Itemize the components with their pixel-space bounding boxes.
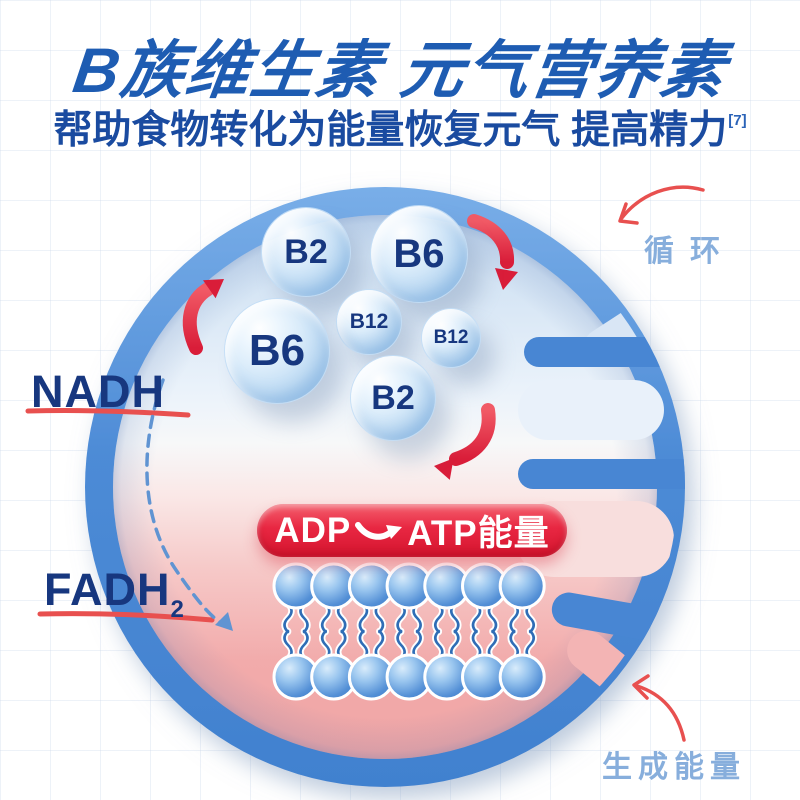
bubble-label: B12 bbox=[349, 310, 389, 333]
nadh-underline bbox=[25, 408, 191, 418]
fadh2-label: FADH2 bbox=[44, 564, 185, 623]
swoosh-arrow-icon bbox=[355, 521, 403, 540]
vitamin-bubble-b12-small: B12 bbox=[422, 309, 480, 367]
cycle-annotation: 循环 bbox=[644, 235, 736, 268]
cycle-arrow-icon bbox=[619, 185, 705, 221]
dashed-flow-arrow bbox=[145, 378, 233, 631]
red-arrow-left-head-icon bbox=[434, 458, 454, 480]
vitamin-bubble-b6-large: B6 bbox=[225, 299, 329, 403]
bubble-label: B6 bbox=[393, 231, 445, 276]
adp-atp-pill: ADP ATP能量 bbox=[257, 504, 567, 557]
energy-arrow-icon bbox=[635, 684, 686, 742]
cycle-arrow-head-icon bbox=[618, 202, 639, 225]
bubble-label: B6 bbox=[248, 326, 306, 375]
pill-to-label: ATP能量 bbox=[407, 514, 550, 553]
bubble-label: B2 bbox=[371, 378, 415, 417]
page-title: B族维生素 元气营养素 bbox=[69, 36, 731, 106]
vitamin-bubble-b12: B12 bbox=[337, 290, 401, 354]
vitamin-bubble-b2: B2 bbox=[262, 208, 350, 296]
red-arrow-left-icon bbox=[449, 403, 496, 466]
red-arrow-up-head-icon bbox=[203, 279, 224, 299]
red-arrow-up-icon bbox=[182, 282, 215, 355]
vitamin-bubble-b2-bottom: B2 bbox=[351, 356, 435, 440]
red-arrow-down-head-icon bbox=[495, 268, 518, 290]
header: B族维生素 元气营养素 帮助食物转化为能量恢复元气 提高精力[7] bbox=[0, 36, 800, 153]
pill-from-label: ADP bbox=[274, 510, 352, 550]
red-arrow-down-icon bbox=[467, 214, 514, 269]
bubble-label: B12 bbox=[433, 327, 469, 348]
bubble-label: B2 bbox=[284, 232, 328, 271]
footnote-marker: [7] bbox=[728, 112, 747, 130]
fadh2-subscript: 2 bbox=[170, 596, 185, 623]
annotation-arrows bbox=[25, 185, 705, 742]
energy-arrow-head-icon bbox=[632, 674, 650, 700]
vitamin-bubble-b6: B6 bbox=[371, 206, 467, 302]
nadh-label: NADH bbox=[31, 366, 165, 417]
circulation-arrows bbox=[182, 214, 518, 480]
page-subtitle: 帮助食物转化为能量恢复元气 提高精力[7] bbox=[53, 109, 747, 153]
fadh-underline bbox=[37, 611, 215, 623]
generate-energy-annotation: 生成能量 bbox=[602, 751, 746, 784]
